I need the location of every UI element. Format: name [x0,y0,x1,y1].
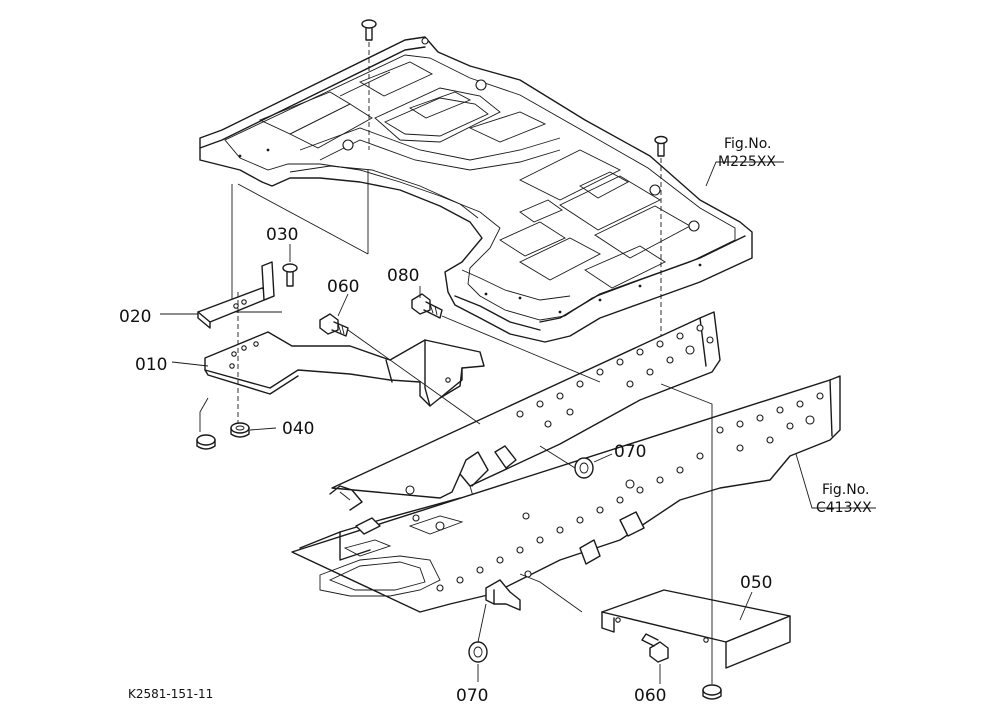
fig-ref-label-upper: Fig.No. [724,136,772,152]
fig-ref-number-upper: M225XX [718,154,776,170]
nut-070-lower [468,603,488,663]
guide-line [199,397,209,432]
callout-080: 080 [387,266,419,286]
callout-010: 010 [135,355,167,375]
drawing-code: K2581-151-11 [128,687,213,701]
bracket-020 [197,261,275,329]
callout-060-lower: 060 [634,686,666,706]
callout-070-upper: 070 [614,442,646,462]
fig-ref-number-lower: C413XX [816,500,872,516]
callout-020: 020 [119,307,151,327]
floor-plate [199,36,753,343]
callout-070-lower: 070 [456,686,488,706]
nut-bottom [702,684,722,700]
guide-line [519,573,583,613]
bolt-060-upper [319,313,481,425]
frame-bracket [485,579,521,611]
fig-ref-label-lower: Fig.No. [822,482,870,498]
frame-rails [291,311,841,613]
top-screw [361,19,377,150]
guide-line [237,183,369,255]
callout-050: 050 [740,573,772,593]
nut-left [196,434,216,450]
nut-070-upper [539,445,594,479]
leader-lines [160,161,876,684]
bracket-010 [204,331,485,407]
screw-030 [282,263,298,287]
bush-040 [230,422,250,438]
bolt-080 [411,293,601,383]
guide-line [660,383,713,684]
callout-040: 040 [282,419,314,439]
callout-060-upper: 060 [327,277,359,297]
callout-030: 030 [266,225,298,245]
bolt-060-lower [641,633,669,663]
bracket-050 [601,589,791,669]
